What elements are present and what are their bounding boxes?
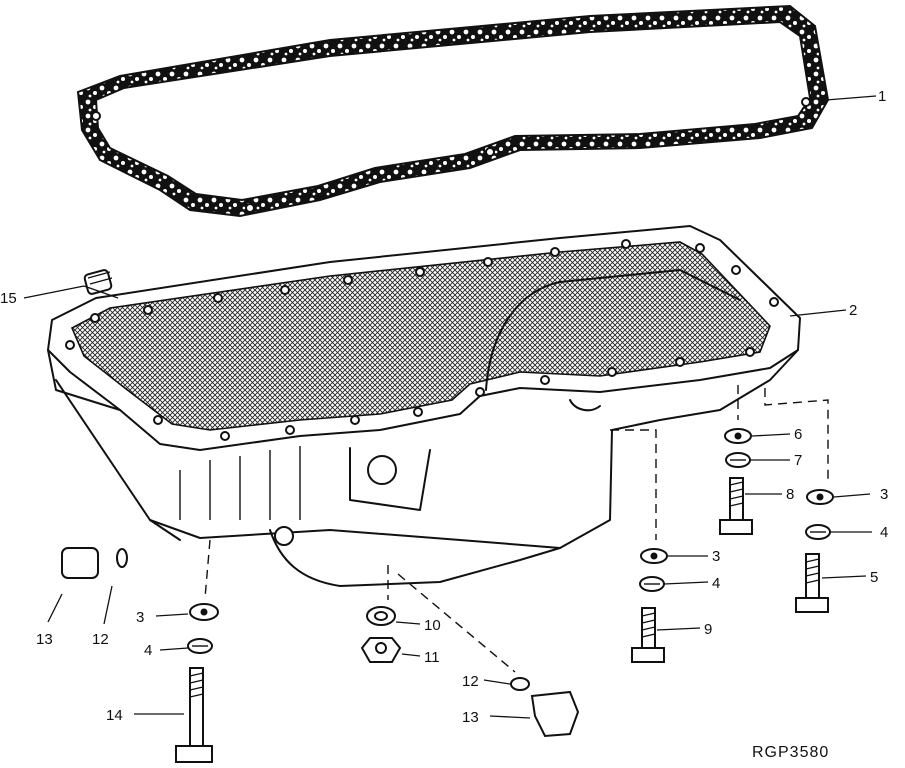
callout-5: 5 <box>870 569 878 586</box>
callout-10: 10 <box>424 617 441 634</box>
callout-15: 15 <box>0 290 17 307</box>
callout-6: 6 <box>794 426 802 443</box>
hardware-right <box>631 428 834 663</box>
figure-code: RGP3580 <box>752 744 829 761</box>
gasket <box>76 4 830 218</box>
callout-3-left: 3 <box>136 609 144 626</box>
callout-14: 14 <box>106 707 123 724</box>
callout-2: 2 <box>849 302 857 319</box>
callout-13-left: 13 <box>36 631 53 648</box>
callout-13-bottom: 13 <box>462 709 479 726</box>
callout-12-left: 12 <box>92 631 109 648</box>
callout-4-left: 4 <box>144 642 152 659</box>
callout-3-right: 3 <box>880 486 888 503</box>
callout-11: 11 <box>424 649 440 666</box>
oil-pan <box>47 225 801 587</box>
callout-8: 8 <box>786 486 794 503</box>
callout-labels: 1 2 15 6 7 8 3 4 5 3 4 9 3 4 10 11 12 13… <box>0 88 888 761</box>
callout-1: 1 <box>878 88 886 105</box>
callout-4-right: 4 <box>880 524 888 541</box>
hardware-left <box>61 547 580 763</box>
leader-lines <box>23 95 877 719</box>
callout-9: 9 <box>704 621 712 638</box>
callout-4-mid: 4 <box>712 575 720 592</box>
flange-bolt-holes <box>65 239 779 441</box>
assembly-lines <box>204 385 829 673</box>
callout-7: 7 <box>794 452 802 469</box>
callout-3-mid: 3 <box>712 548 720 565</box>
callout-12-bottom: 12 <box>462 673 479 690</box>
